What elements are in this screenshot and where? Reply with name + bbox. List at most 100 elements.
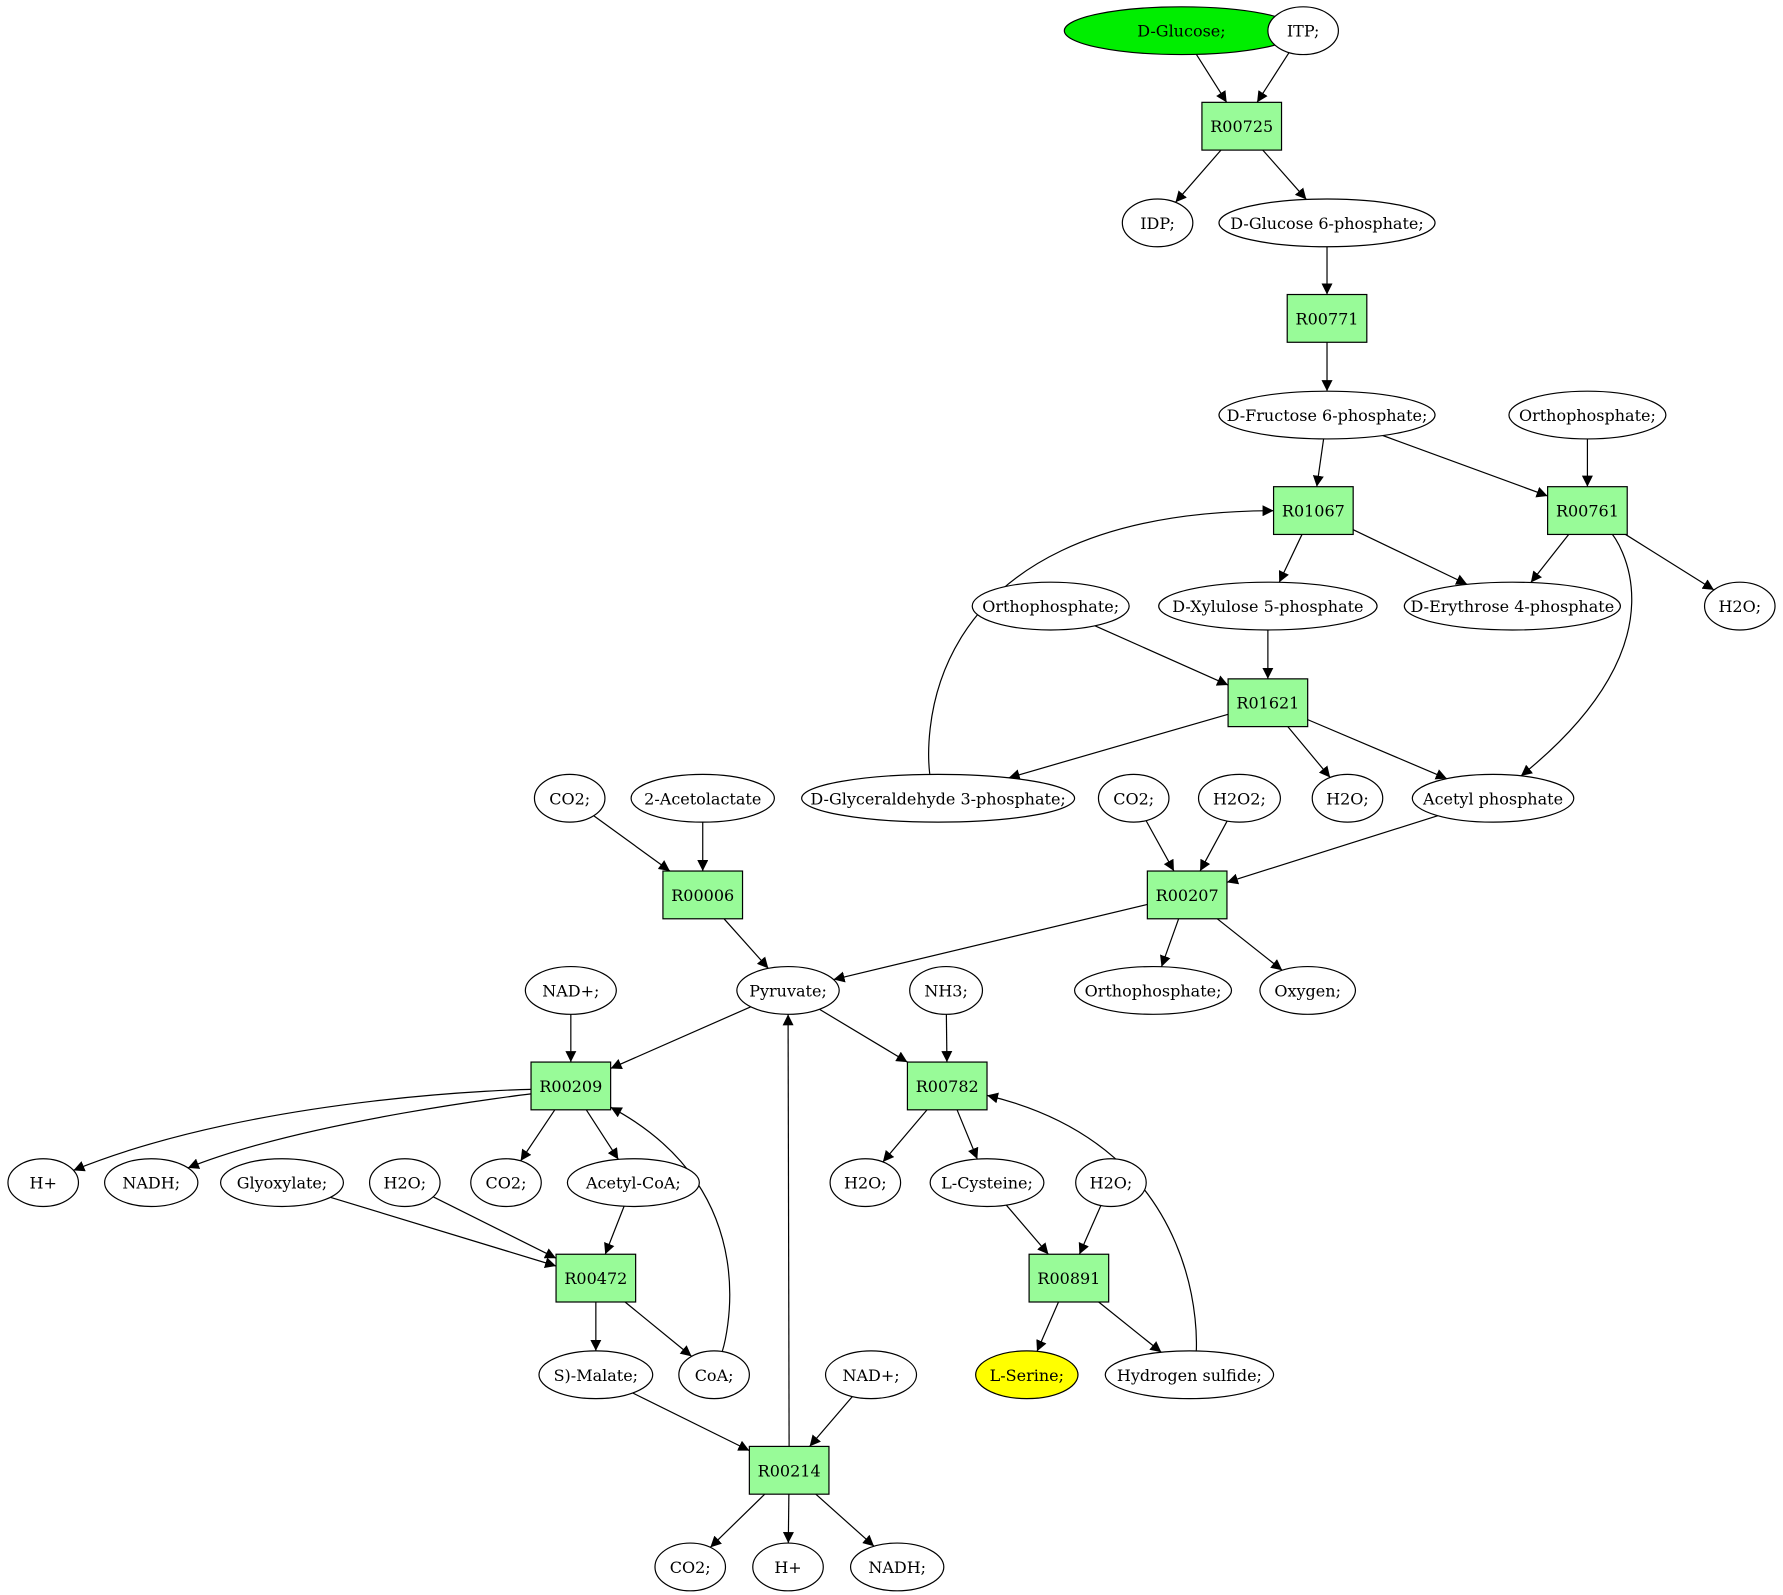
reaction-node-r00891: R00891 <box>1028 1253 1110 1303</box>
metabolite-ellipse <box>752 1542 824 1592</box>
reaction-box <box>1272 486 1354 536</box>
metabolite-ellipse <box>971 581 1130 631</box>
reaction-node-r00006: R00006 <box>662 870 744 920</box>
metabolite-ellipse <box>1104 1350 1275 1400</box>
edge-itp-to-r00725 <box>1256 52 1290 103</box>
metabolite-node-h2o3: H2O; <box>1311 773 1384 823</box>
edge-glx-to-r00472 <box>330 1196 557 1269</box>
node-label: H2O; <box>383 1174 426 1193</box>
metabolite-node-h2o2: H2O2; <box>1197 773 1281 823</box>
node-label: Hydrogen sulfide; <box>1117 1366 1262 1385</box>
reaction-node-r00782: R00782 <box>906 1061 988 1111</box>
metabolite-node-h2o4: H2O; <box>368 1158 441 1208</box>
node-label: NAD+; <box>542 981 599 1000</box>
metabolite-ellipse <box>1158 581 1378 631</box>
metabolite-node-pi2: Orthophosphate; <box>971 581 1130 631</box>
node-label: D-Glucose 6-phosphate; <box>1230 214 1423 233</box>
metabolite-node-e4p: D-Erythrose 4-phosphate <box>1403 581 1621 631</box>
node-label: D-Glucose; <box>1137 22 1225 41</box>
metabolite-ellipse <box>1311 773 1384 823</box>
metabolite-ellipse <box>736 965 840 1015</box>
node-label: NADH; <box>868 1558 926 1577</box>
metabolite-node-x5p: D-Xylulose 5-phosphate <box>1158 581 1378 631</box>
metabolite-node-co2b: CO2; <box>1097 773 1170 823</box>
node-label: R00782 <box>916 1077 979 1096</box>
reaction-box <box>1286 293 1368 343</box>
metabolite-ellipse <box>1197 773 1281 823</box>
edge-h2o2-to-r00207 <box>1199 820 1228 872</box>
metabolite-ellipse <box>524 965 617 1015</box>
edge-r01067-to-x5p <box>1278 534 1303 583</box>
edge-r00209-to-h1 <box>73 1088 532 1172</box>
metabolite-ellipse <box>909 965 984 1015</box>
metabolite-ellipse <box>1073 965 1233 1015</box>
reaction-node-r00472: R00472 <box>555 1253 637 1303</box>
node-label: Orthophosphate; <box>1085 981 1222 1000</box>
node-label: CoA; <box>695 1366 734 1385</box>
metabolite-ellipse <box>829 1158 902 1208</box>
node-label: R00771 <box>1296 309 1359 328</box>
reaction-node-r00761: R00761 <box>1547 486 1628 536</box>
node-label: Orthophosphate; <box>1519 406 1656 425</box>
node-label: CO2; <box>670 1558 711 1577</box>
edge-f6p-to-r01067 <box>1312 438 1325 487</box>
metabolite-ellipse <box>801 773 1076 823</box>
reaction-node-r01067: R01067 <box>1272 486 1354 536</box>
edge-r00214-to-co2d <box>709 1493 766 1548</box>
edge-r00209-to-nadh1 <box>187 1093 532 1169</box>
metabolite-ellipse <box>566 1158 700 1208</box>
reaction-box <box>555 1253 637 1303</box>
edge-r00782-to-h2o5 <box>882 1109 928 1163</box>
metabolite-node-coa: CoA; <box>678 1350 750 1400</box>
metabolite-ellipse <box>1508 390 1667 440</box>
metabolite-node-co2a: CO2; <box>533 773 606 823</box>
metabolite-node-g6p: D-Glucose 6-phosphate; <box>1218 198 1436 248</box>
node-label: R01621 <box>1236 694 1299 713</box>
edge-accoa-to-r00472 <box>604 1206 625 1255</box>
metabolite-ellipse <box>630 773 775 823</box>
reaction-box <box>1227 678 1309 728</box>
metabolite-node-cys: L-Cysteine; <box>929 1158 1045 1208</box>
node-label: R00209 <box>539 1077 602 1096</box>
metabolite-node-acp: Acetyl phosphate <box>1411 773 1575 823</box>
metabolite-ellipse <box>1097 773 1170 823</box>
metabolite-node-pyr: Pyruvate; <box>736 965 840 1015</box>
metabolite-node-accoa: Acetyl-CoA; <box>566 1158 700 1208</box>
edge-r00006-to-pyr <box>723 918 769 969</box>
node-label: Orthophosphate; <box>982 597 1119 616</box>
node-label: Oxygen; <box>1274 981 1341 1000</box>
metabolite-ellipse <box>538 1350 654 1400</box>
edge-f6p-to-r00761 <box>1382 434 1548 498</box>
metabolite-node-h2s: Hydrogen sulfide; <box>1104 1350 1275 1400</box>
node-label: NADH; <box>122 1174 180 1193</box>
edge-r00782-to-cys <box>956 1109 979 1160</box>
node-label: R00472 <box>564 1269 627 1288</box>
metabolite-ellipse <box>849 1542 945 1592</box>
metabolite-node-ser: L-Serine; <box>975 1350 1079 1400</box>
node-label: R01067 <box>1282 502 1345 521</box>
reaction-box <box>1146 870 1228 920</box>
metabolite-node-o2: Oxygen; <box>1259 965 1357 1015</box>
metabolite-node-nad2: NAD+; <box>824 1350 918 1400</box>
edge-ga3p-to-r01067 <box>928 505 1274 776</box>
edge-pi2-to-r01621 <box>1094 625 1229 686</box>
reaction-node-r01621: R01621 <box>1227 678 1309 728</box>
node-label: D-Xylulose 5-phosphate <box>1172 597 1363 616</box>
metabolite-ellipse <box>368 1158 441 1208</box>
node-label: R00761 <box>1556 502 1619 521</box>
metabolite-ellipse <box>7 1158 80 1208</box>
edge-r00209-to-co2c <box>520 1109 556 1162</box>
node-label: H2O; <box>1326 789 1369 808</box>
node-label: D-Fructose 6-phosphate; <box>1227 406 1428 425</box>
metabolite-node-mal: S)-Malate; <box>538 1350 654 1400</box>
edge-r00214-to-h2 <box>782 1494 794 1544</box>
edge-cys-to-r00891 <box>1005 1204 1049 1255</box>
metabolite-node-ga3p: D-Glyceraldehyde 3-phosphate; <box>801 773 1076 823</box>
reaction-box <box>1028 1253 1110 1303</box>
edge-r00214-to-nadh2 <box>815 1493 875 1547</box>
node-label: R00891 <box>1037 1269 1100 1288</box>
node-label: R00725 <box>1210 117 1273 136</box>
metabolite-node-h2o1: H2O; <box>1703 581 1776 631</box>
